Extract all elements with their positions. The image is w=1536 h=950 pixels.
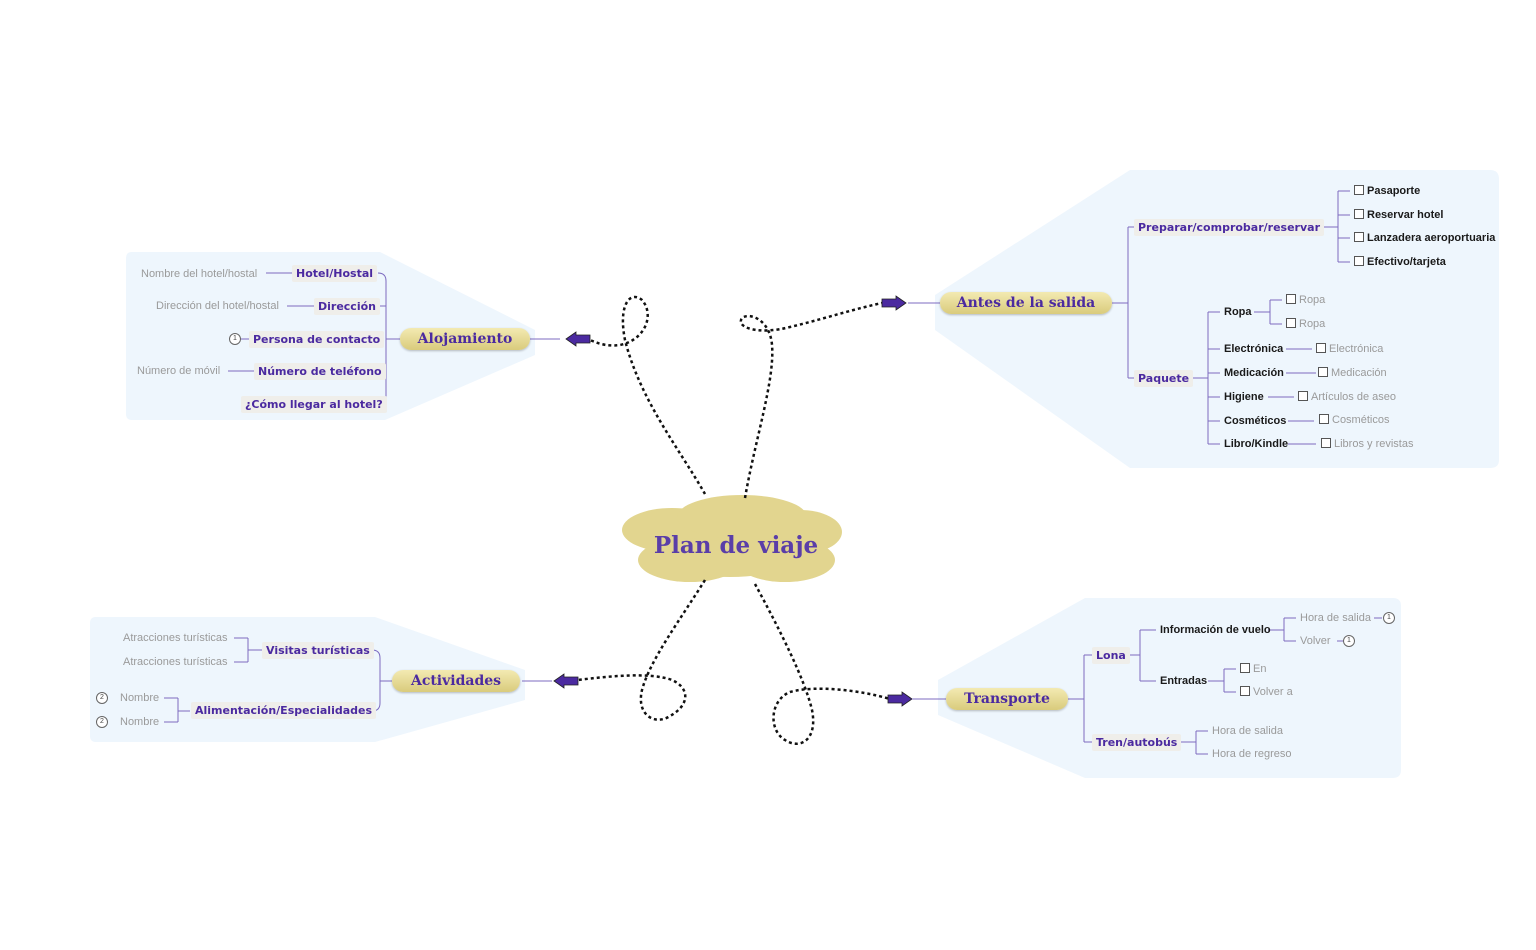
checkbox[interactable] [1354, 256, 1364, 266]
leaf-nombre[interactable]: Nombre [120, 716, 160, 728]
checkbox[interactable] [1319, 414, 1329, 424]
checkbox[interactable] [1240, 663, 1250, 673]
task-item[interactable]: Reservar hotel [1354, 208, 1443, 222]
item-medicacion[interactable]: Medicación [1224, 367, 1284, 379]
checkbox[interactable] [1354, 185, 1364, 195]
count-badge[interactable]: 2 [96, 716, 108, 728]
item-cosmeticos[interactable]: Cosméticos [1224, 415, 1287, 427]
leaf-hora-salida[interactable]: Hora de salida [1300, 612, 1371, 624]
topic-actividades[interactable]: Actividades [392, 670, 520, 692]
task-label: Electrónica [1329, 343, 1384, 355]
subtopic-alimentacion[interactable]: Alimentación/Especialidades [191, 702, 377, 719]
checkbox[interactable] [1240, 686, 1250, 696]
arrow-right-transporte [887, 691, 913, 707]
dotted-connectors [577, 295, 891, 745]
leaf-direccion[interactable]: Dirección del hotel/hostal [156, 300, 279, 312]
task-item[interactable]: Cosméticos [1319, 413, 1389, 427]
checkbox[interactable] [1318, 367, 1328, 377]
checkbox[interactable] [1316, 343, 1326, 353]
item-libro[interactable]: Libro/Kindle [1224, 438, 1289, 450]
task-item[interactable]: Medicación [1318, 366, 1387, 380]
checkbox[interactable] [1321, 438, 1331, 448]
task-label: Ropa [1299, 318, 1326, 330]
task-item[interactable]: En [1240, 662, 1266, 676]
task-item[interactable]: Lanzadera aeroportuaria [1354, 231, 1495, 245]
task-label: Pasaporte [1367, 185, 1421, 197]
task-label: Medicación [1331, 367, 1387, 379]
checkbox[interactable] [1286, 294, 1296, 304]
topic-alojamiento[interactable]: Alojamiento [400, 328, 530, 350]
arrow-left-alojamiento [565, 331, 591, 347]
task-label: Libros y revistas [1334, 438, 1414, 450]
task-item[interactable]: Artículos de aseo [1298, 390, 1396, 404]
subtopic-direccion[interactable]: Dirección [314, 298, 380, 315]
task-label: Cosméticos [1332, 414, 1390, 426]
leaf-hora-salida[interactable]: Hora de salida [1212, 725, 1283, 737]
checkbox[interactable] [1298, 391, 1308, 401]
task-item[interactable]: Volver a [1240, 685, 1293, 699]
subtopic-persona[interactable]: Persona de contacto [249, 331, 385, 348]
task-label: Ropa [1299, 294, 1326, 306]
subtopic-tren[interactable]: Tren/autobús [1092, 734, 1182, 751]
panel-antes [935, 170, 1499, 468]
leaf-atracciones[interactable]: Atracciones turísticas [123, 656, 228, 668]
task-label: Reservar hotel [1367, 209, 1444, 221]
task-item[interactable]: Libros y revistas [1321, 437, 1413, 451]
topic-transporte[interactable]: Transporte [946, 688, 1068, 710]
task-label: En [1253, 663, 1267, 675]
leaf-atracciones[interactable]: Atracciones turísticas [123, 632, 228, 644]
item-higiene[interactable]: Higiene [1224, 391, 1264, 403]
task-label: Efectivo/tarjeta [1367, 256, 1446, 268]
subtopic-visitas[interactable]: Visitas turísticas [262, 642, 374, 659]
leaf-hotel-name[interactable]: Nombre del hotel/hostal [141, 268, 258, 280]
topic-antes-salida[interactable]: Antes de la salida [940, 292, 1112, 314]
task-item[interactable]: Efectivo/tarjeta [1354, 255, 1446, 269]
checkbox[interactable] [1354, 232, 1364, 242]
item-entradas[interactable]: Entradas [1160, 675, 1208, 687]
checkbox[interactable] [1354, 209, 1364, 219]
center-cloud [622, 495, 842, 582]
task-label: Volver a [1253, 686, 1293, 698]
count-badge[interactable]: 1 [229, 333, 241, 345]
subtopic-hotel[interactable]: Hotel/Hostal [292, 265, 378, 282]
task-item[interactable]: Electrónica [1316, 342, 1383, 356]
arrow-right-antes [881, 295, 907, 311]
task-item[interactable]: Ropa [1286, 317, 1325, 331]
item-electronica[interactable]: Electrónica [1224, 343, 1284, 355]
task-label: Artículos de aseo [1311, 391, 1396, 403]
arrows [553, 295, 913, 707]
leaf-hora-regreso[interactable]: Hora de regreso [1212, 748, 1292, 760]
central-topic[interactable]: Plan de viaje [653, 532, 819, 559]
subtopic-lona[interactable]: Lona [1092, 647, 1130, 664]
subtopic-llegar[interactable]: ¿Cómo llegar al hotel? [241, 396, 387, 413]
checkbox[interactable] [1286, 318, 1296, 328]
branch-lines [164, 190, 1382, 755]
leaf-volver[interactable]: Volver [1300, 635, 1331, 647]
task-item[interactable]: Ropa [1286, 293, 1325, 307]
item-vuelo[interactable]: Información de vuelo [1160, 624, 1271, 636]
count-badge[interactable]: 1 [1343, 635, 1355, 647]
item-ropa[interactable]: Ropa [1224, 306, 1252, 318]
task-item[interactable]: Pasaporte [1354, 184, 1420, 198]
subtopic-preparar[interactable]: Preparar/comprobar/reservar [1134, 219, 1325, 236]
count-badge[interactable]: 2 [96, 692, 108, 704]
task-label: Lanzadera aeroportuaria [1367, 232, 1496, 244]
subtopic-paquete[interactable]: Paquete [1134, 370, 1194, 387]
leaf-telefono[interactable]: Número de móvil [137, 365, 221, 377]
leaf-nombre[interactable]: Nombre [120, 692, 160, 704]
panel-transporte [938, 598, 1401, 778]
count-badge[interactable]: 1 [1383, 612, 1395, 624]
subtopic-telefono[interactable]: Número de teléfono [254, 363, 386, 380]
arrow-left-actividades [553, 673, 579, 689]
